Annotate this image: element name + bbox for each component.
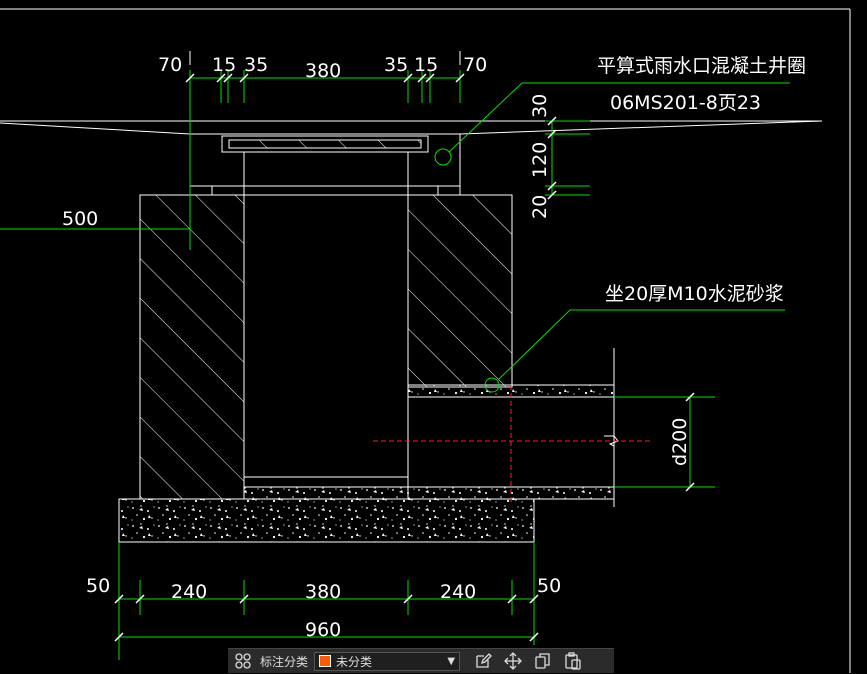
dim-top-35-left: 35: [244, 54, 268, 76]
dim-total-960: 960: [305, 619, 341, 641]
dim-top-15-right: 15: [414, 54, 438, 76]
copy-icon[interactable]: [528, 649, 558, 674]
dim-bottom-50-left: 50: [86, 575, 110, 597]
toolbar-label: 标注分类: [260, 654, 309, 669]
dim-right-120: 120: [529, 142, 551, 178]
move-icon[interactable]: [498, 649, 528, 674]
dim-top-70-right: 70: [463, 54, 487, 76]
note-ring-title: 平算式雨水口混凝土井圈: [597, 55, 806, 77]
paste-icon[interactable]: [558, 649, 588, 674]
dim-right-20: 20: [529, 195, 551, 219]
note-mortar: 坐20厚M10水泥砂浆: [605, 283, 784, 305]
dim-top-70-left: 70: [158, 54, 182, 76]
category-color-swatch: [319, 655, 332, 667]
dim-bottom-50-right: 50: [537, 575, 561, 597]
dim-bottom-380: 380: [305, 581, 341, 603]
annotation-toolbar: 标注分类 未分类 ▼: [228, 648, 614, 673]
category-select[interactable]: 未分类 ▼: [314, 651, 461, 671]
dim-top-35-right: 35: [384, 54, 408, 76]
dim-left-500: 500: [62, 208, 98, 230]
dim-right-30: 30: [529, 94, 551, 118]
dim-bottom-240-left: 240: [171, 581, 207, 603]
category-select-value: 未分类: [336, 654, 373, 669]
chevron-down-icon: ▼: [447, 655, 456, 667]
grid-icon[interactable]: [228, 649, 258, 674]
dim-top-15-left: 15: [212, 54, 236, 76]
dim-bottom-240-right: 240: [440, 581, 476, 603]
edit-icon[interactable]: [468, 649, 498, 674]
dim-top-380: 380: [305, 60, 341, 82]
note-ring-ref: 06MS201-8页23: [610, 92, 761, 114]
dim-pipe-d200: d200: [669, 418, 691, 466]
